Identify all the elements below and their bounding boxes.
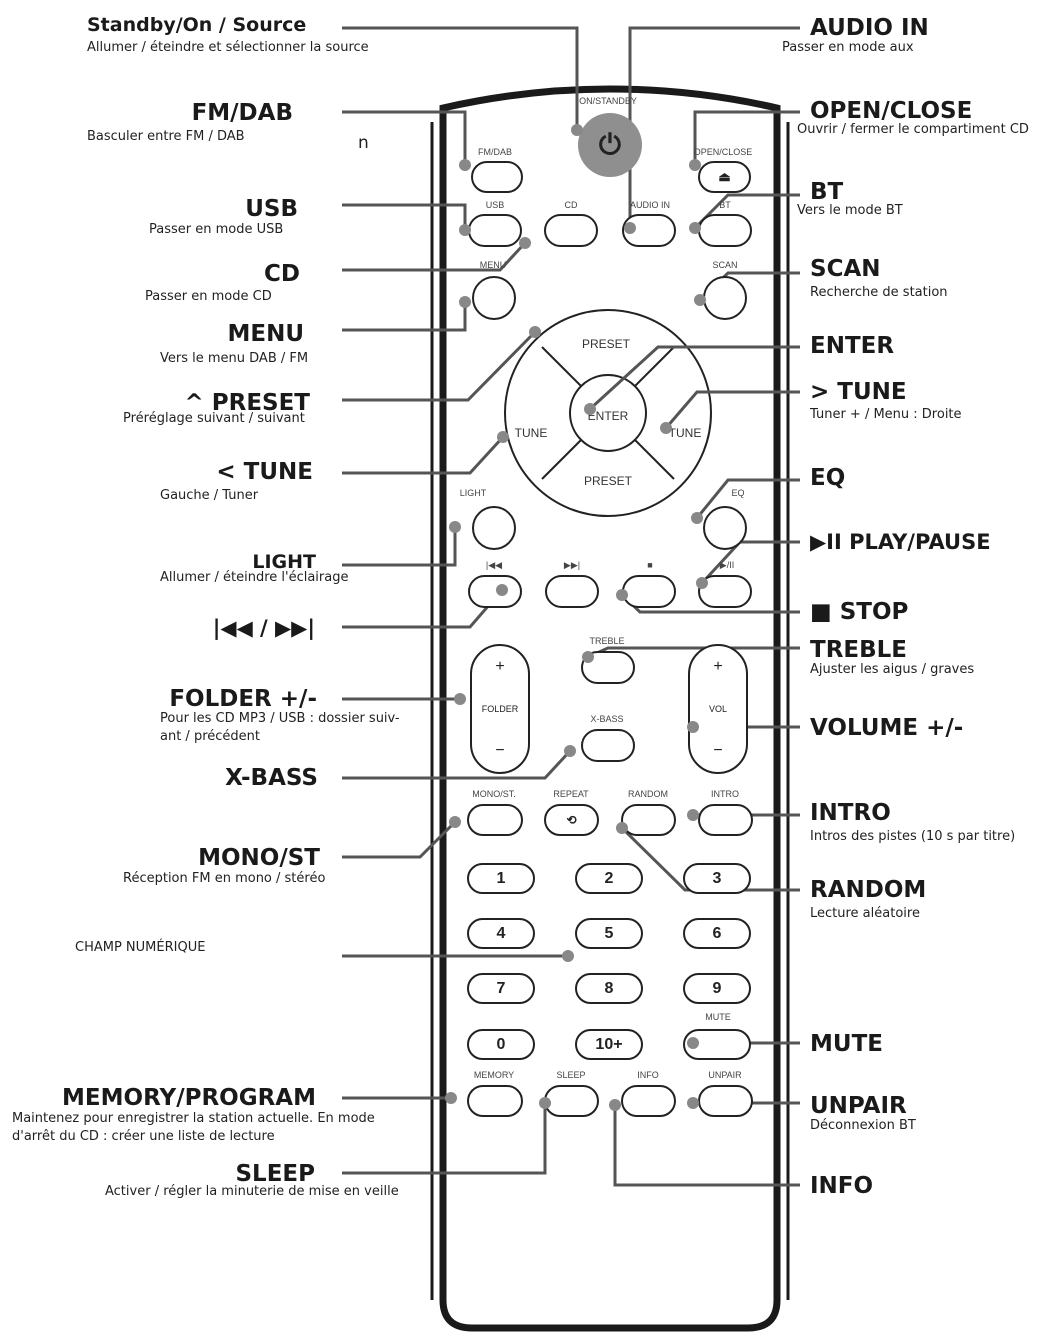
- sleep-label: SLEEP: [556, 1070, 586, 1080]
- memory-label: MEMORY: [473, 1070, 515, 1080]
- cd-label: CD: [564, 200, 578, 210]
- next-button[interactable]: [545, 575, 599, 608]
- usb-label: USB: [485, 200, 505, 210]
- random-label: RANDOM: [628, 789, 668, 799]
- stop-button[interactable]: [622, 575, 676, 608]
- remote-body-outline: [439, 85, 781, 1332]
- volume-rocker[interactable]: + VOL −: [688, 644, 748, 774]
- digit-7-button[interactable]: 7: [467, 973, 535, 1004]
- play-pause-button[interactable]: [698, 575, 752, 608]
- mute-label: MUTE: [705, 1012, 731, 1022]
- volume-label: VOL: [708, 704, 727, 714]
- digit-8-button[interactable]: 8: [575, 973, 643, 1004]
- cd-button[interactable]: [544, 214, 598, 247]
- digit-3-button[interactable]: 3: [683, 863, 751, 894]
- unpair-label: UNPAIR: [708, 1070, 742, 1080]
- fmdab-label: FM/DAB: [477, 147, 513, 157]
- memory-button[interactable]: [467, 1085, 523, 1117]
- unpair-button[interactable]: [698, 1085, 753, 1117]
- bt-label: BT: [719, 200, 731, 210]
- folder-rocker[interactable]: + FOLDER −: [470, 644, 530, 774]
- scan-label: SCAN: [712, 260, 738, 270]
- menu-label: MENU: [479, 260, 507, 270]
- sleep-button[interactable]: [544, 1085, 599, 1117]
- dpad-right-label[interactable]: TUNE: [668, 426, 702, 440]
- repeat-button[interactable]: ⟲: [544, 804, 599, 836]
- digit-5-button[interactable]: 5: [575, 918, 643, 949]
- usb-button[interactable]: [468, 214, 522, 247]
- random-button[interactable]: [621, 804, 676, 836]
- stray-letter: n: [358, 133, 369, 153]
- digit-0-button[interactable]: 0: [467, 1029, 535, 1060]
- digit-6-button[interactable]: 6: [683, 918, 751, 949]
- bt-button[interactable]: [698, 214, 752, 247]
- mono-label: MONO/ST.: [472, 789, 516, 799]
- digit-10plus-button[interactable]: 10+: [575, 1029, 643, 1060]
- eq-button[interactable]: [703, 506, 747, 550]
- intro-button[interactable]: [698, 804, 753, 836]
- play-label: ▶/II: [719, 560, 735, 570]
- treble-label: TREBLE: [589, 636, 625, 646]
- folder-minus[interactable]: −: [495, 742, 505, 759]
- prev-button[interactable]: [468, 575, 522, 608]
- standby-label: ON/STANDBY: [579, 96, 637, 106]
- digit-9-button[interactable]: 9: [683, 973, 751, 1004]
- stop-label: ■: [647, 560, 653, 570]
- dpad-enter-label[interactable]: ENTER: [587, 409, 629, 423]
- scan-button[interactable]: [703, 276, 747, 320]
- openclose-label: OPEN/CLOSE: [693, 147, 753, 157]
- dpad-left-label[interactable]: TUNE: [514, 426, 548, 440]
- info-button[interactable]: [621, 1085, 676, 1117]
- volume-minus[interactable]: −: [713, 742, 723, 759]
- light-label: LIGHT: [459, 488, 487, 498]
- next-label: ▶▶|: [563, 560, 581, 570]
- openclose-button[interactable]: ⏏: [698, 161, 751, 193]
- repeat-label: REPEAT: [553, 789, 589, 799]
- dpad-down-label[interactable]: PRESET: [583, 474, 633, 488]
- menu-button[interactable]: [472, 276, 516, 320]
- folder-label: FOLDER: [481, 704, 519, 714]
- digit-4-button[interactable]: 4: [467, 918, 535, 949]
- standby-button[interactable]: ⏻: [578, 113, 642, 177]
- intro-label: INTRO: [711, 789, 739, 799]
- mono-button[interactable]: [467, 804, 523, 836]
- info-label: INFO: [637, 1070, 659, 1080]
- xbass-label: X-BASS: [590, 714, 624, 724]
- digit-2-button[interactable]: 2: [575, 863, 643, 894]
- folder-plus[interactable]: +: [495, 658, 505, 675]
- audioin-label: AUDIO IN: [629, 200, 671, 210]
- dpad-up-label[interactable]: PRESET: [581, 337, 631, 351]
- dpad: [504, 309, 712, 517]
- xbass-button[interactable]: [581, 729, 635, 762]
- digit-1-button[interactable]: 1: [467, 863, 535, 894]
- fmdab-button[interactable]: [471, 161, 523, 193]
- prev-label: |◀◀: [485, 560, 503, 570]
- light-button[interactable]: [472, 506, 516, 550]
- volume-plus[interactable]: +: [713, 658, 723, 675]
- eq-label: EQ: [731, 488, 745, 498]
